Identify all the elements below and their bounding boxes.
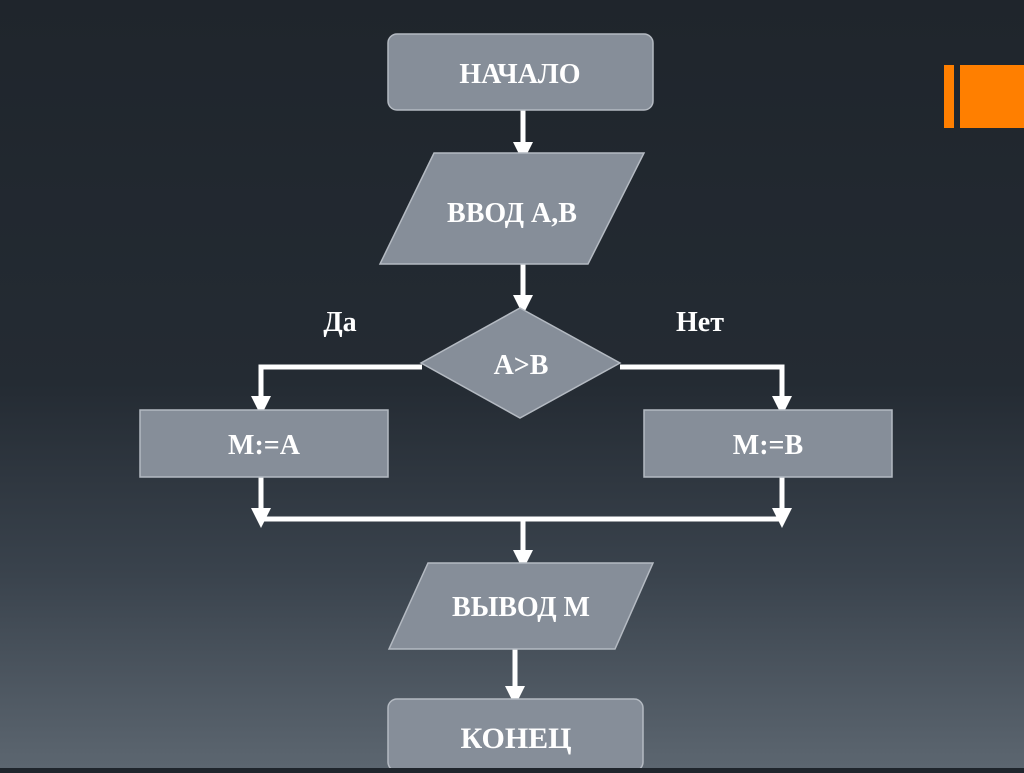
assign-yes-label: M:=A bbox=[228, 430, 301, 461]
start-label: НАЧАЛО bbox=[459, 59, 580, 90]
input-block: ВВОД A,B bbox=[378, 152, 646, 265]
condition-label: A>B bbox=[494, 350, 549, 381]
assign-no-label: M:=B bbox=[733, 430, 803, 461]
output-label: ВЫВОД M bbox=[452, 592, 590, 623]
assign-yes-block: M:=A bbox=[139, 409, 389, 478]
end-block: КОНЕЦ bbox=[387, 698, 644, 772]
connectors bbox=[251, 110, 792, 706]
end-label: КОНЕЦ bbox=[460, 722, 571, 755]
no-branch-label: Нет bbox=[676, 307, 724, 338]
output-block: ВЫВОД M bbox=[387, 562, 655, 650]
assign-no-block: M:=B bbox=[643, 409, 893, 478]
start-block: НАЧАЛО bbox=[387, 33, 654, 111]
input-label: ВВОД A,B bbox=[447, 198, 577, 229]
condition-block: A>B bbox=[419, 307, 622, 419]
connector-no-branch bbox=[620, 364, 792, 416]
connector-yes-branch bbox=[251, 364, 422, 416]
yes-branch-label: Да bbox=[323, 307, 356, 338]
accent-decoration bbox=[944, 65, 1024, 128]
